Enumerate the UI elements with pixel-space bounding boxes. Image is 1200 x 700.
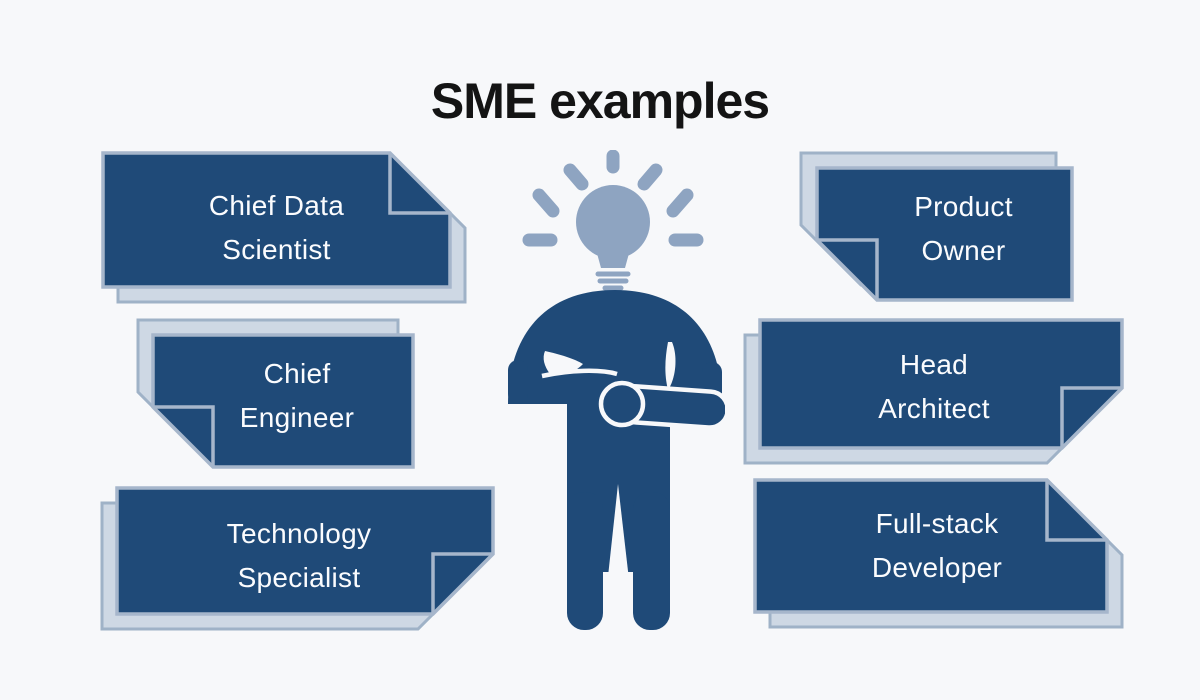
folded-note-shape — [753, 478, 1124, 629]
card-technology-specialist: Technology Specialist — [97, 468, 513, 634]
card-face — [753, 478, 1109, 614]
card-full-stack-developer: Full-stack Developer — [735, 460, 1127, 632]
folded-note-shape — [101, 151, 467, 304]
fold-corner-icon — [1060, 386, 1122, 448]
card-product-owner: Product Owner — [797, 148, 1093, 320]
right-armpit-gap — [665, 342, 676, 390]
card-label-line1: Chief — [263, 358, 331, 389]
person-with-lightbulb-icon — [508, 149, 730, 632]
card-label-line2: Scientist — [222, 234, 331, 265]
lightbulb-icon — [576, 185, 650, 291]
fold-corner-icon — [388, 153, 450, 215]
fold-corner-icon — [1045, 480, 1107, 542]
card-label-line2: Owner — [921, 235, 1006, 266]
page-title: SME examples — [430, 73, 770, 129]
folded-note-shape — [799, 151, 1074, 302]
leg-gap — [602, 484, 635, 632]
card-face — [758, 318, 1124, 450]
card-face — [115, 486, 495, 616]
folded-note-shape — [100, 486, 495, 631]
card-label-line1: Technology — [226, 518, 372, 549]
fist — [598, 380, 646, 428]
card-label-line2: Developer — [871, 552, 1003, 583]
card-label-line1: Full-stack — [875, 508, 999, 539]
folded-note-shape — [136, 318, 415, 469]
fold-corner-icon — [431, 552, 493, 614]
left-armpit-gap — [543, 351, 583, 375]
left-forearm-line — [541, 368, 618, 379]
person-silhouette — [508, 290, 730, 632]
person-with-lightbulb-figure — [505, 149, 730, 637]
idea-rays-icon — [522, 149, 704, 247]
card-face — [151, 333, 415, 469]
card-label-line2: Architect — [878, 393, 990, 424]
card-face — [101, 151, 452, 289]
card-head-architect: Head Architect — [740, 300, 1142, 468]
card-label-line2: Specialist — [237, 562, 361, 593]
fold-corner-icon — [153, 405, 215, 467]
card-label-line1: Head — [899, 349, 969, 380]
fold-corner-icon — [817, 238, 879, 300]
card-face — [815, 166, 1074, 302]
card-label-line1: Chief Data — [208, 190, 345, 221]
folded-note-shape — [743, 318, 1124, 465]
card-label-line1: Product — [914, 191, 1013, 222]
card-chief-data-scientist: Chief Data Scientist — [83, 133, 470, 307]
card-chief-engineer: Chief Engineer — [133, 315, 433, 487]
card-label-line2: Engineer — [239, 402, 355, 433]
